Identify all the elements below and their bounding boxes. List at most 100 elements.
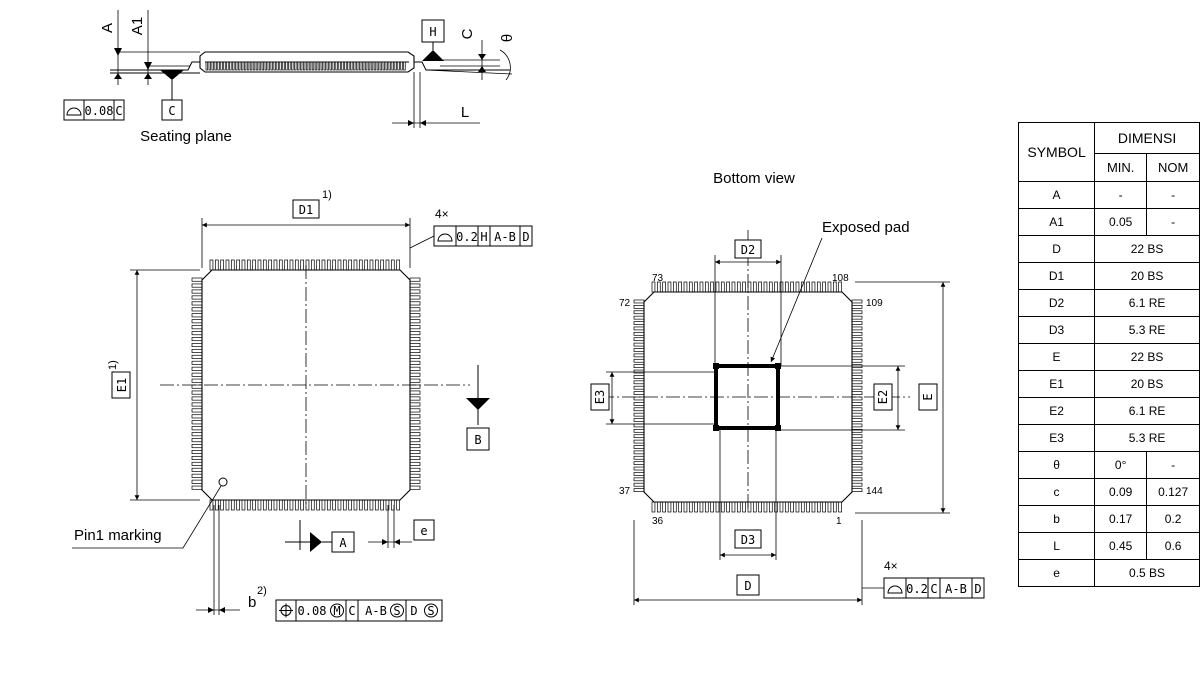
lead-right — [409, 426, 421, 431]
lead-bottom — [385, 499, 390, 511]
datum-B-text: B — [474, 433, 481, 447]
lead-top — [672, 281, 677, 293]
D1-box — [292, 199, 320, 219]
lead-left — [191, 455, 203, 460]
side-lead — [394, 61, 397, 71]
lead-right — [409, 372, 421, 377]
lead-bottom — [268, 499, 272, 511]
lead-bottom — [225, 499, 230, 511]
lead-right — [409, 479, 421, 484]
lead-top — [390, 259, 395, 271]
lead-right — [409, 455, 421, 460]
position-datum-3: D — [410, 604, 417, 618]
symbol-cell: A — [1017, 181, 1096, 209]
lead-top — [827, 281, 832, 293]
lead-bottom — [742, 501, 746, 513]
bottom-profile-datum-3: D — [974, 582, 981, 596]
pin-number-144: 144 — [866, 486, 883, 497]
min-cell: 0° — [1094, 451, 1148, 479]
lead-left — [633, 342, 645, 347]
lead-top — [278, 259, 283, 271]
lead-top — [332, 259, 336, 271]
lead-right — [409, 283, 421, 288]
lead-left — [633, 445, 645, 449]
symbol-cell: E1 — [1017, 370, 1096, 398]
lead-left — [633, 331, 645, 336]
lead-bottom — [694, 501, 698, 513]
symbol-cell: L — [1017, 532, 1096, 560]
lead-left — [633, 380, 645, 385]
lead-left — [633, 488, 645, 492]
lead-top — [326, 259, 331, 271]
side-lead — [288, 61, 291, 71]
side-lead — [332, 61, 335, 71]
lead-left — [633, 353, 645, 358]
D-box — [736, 574, 760, 596]
lead-left — [633, 434, 645, 439]
nom-cell: 0.127 — [1146, 478, 1200, 506]
lead-top — [209, 259, 214, 271]
lead-right — [409, 485, 421, 490]
lead-left — [633, 364, 645, 368]
lead-left — [633, 461, 645, 465]
lead-left — [191, 348, 203, 353]
E3-box — [590, 383, 610, 411]
datum-B-triangle — [466, 398, 490, 410]
lead-top — [396, 259, 400, 271]
lead-bottom — [278, 499, 283, 511]
lead-bottom — [720, 501, 725, 513]
lead-left — [191, 289, 203, 294]
lead-bottom — [241, 499, 246, 511]
lead-right — [851, 396, 863, 401]
side-lead — [208, 61, 211, 71]
D1-label: D1 — [299, 203, 313, 217]
lead-top — [294, 259, 299, 271]
top-profile-datum-1: H — [480, 230, 487, 244]
lead-right — [409, 396, 421, 401]
pin-number-1: 1 — [836, 516, 842, 527]
side-lead — [403, 61, 406, 71]
side-lead — [400, 61, 403, 71]
top-profile-frame: 0.2 H A-B D — [433, 225, 533, 247]
lead-right — [851, 385, 863, 390]
pin-number-37: 37 — [619, 486, 631, 497]
lead-top — [380, 259, 384, 271]
lead-bottom — [252, 499, 256, 511]
lead-left — [191, 396, 203, 401]
lead-right — [851, 358, 863, 363]
lead-right — [851, 299, 863, 304]
side-lead — [223, 61, 226, 71]
side-lead — [356, 61, 359, 71]
lead-top — [374, 259, 379, 271]
lead-right — [851, 488, 863, 492]
lead-bottom — [672, 501, 677, 513]
lead-top — [385, 259, 390, 271]
nom-cell: 0.6 — [1146, 532, 1200, 560]
datum-H-triangle — [422, 50, 444, 61]
lead-right — [409, 354, 421, 359]
lead-bottom — [726, 501, 730, 513]
lead-bottom — [822, 501, 826, 513]
lead-bottom — [316, 499, 320, 511]
exposed-pad — [714, 364, 780, 430]
nom-header: NOM — [1146, 153, 1200, 182]
lead-bottom — [678, 501, 682, 513]
side-lead — [238, 61, 241, 71]
lead-top — [310, 259, 315, 271]
position-frame: 0.08 M C A-B S D S — [275, 599, 443, 622]
lead-bottom — [651, 501, 656, 513]
lead-bottom — [758, 501, 762, 513]
lead-top — [811, 281, 816, 293]
position-datum-2: A-B — [365, 604, 387, 618]
side-lead — [323, 61, 326, 71]
lead-right — [409, 313, 421, 318]
side-lead — [353, 61, 356, 71]
lead-top — [752, 281, 757, 293]
side-lead — [264, 61, 267, 71]
lead-top — [790, 281, 794, 293]
lead-top — [316, 259, 320, 271]
pin-number-109: 109 — [866, 298, 883, 309]
side-lead — [220, 61, 223, 71]
